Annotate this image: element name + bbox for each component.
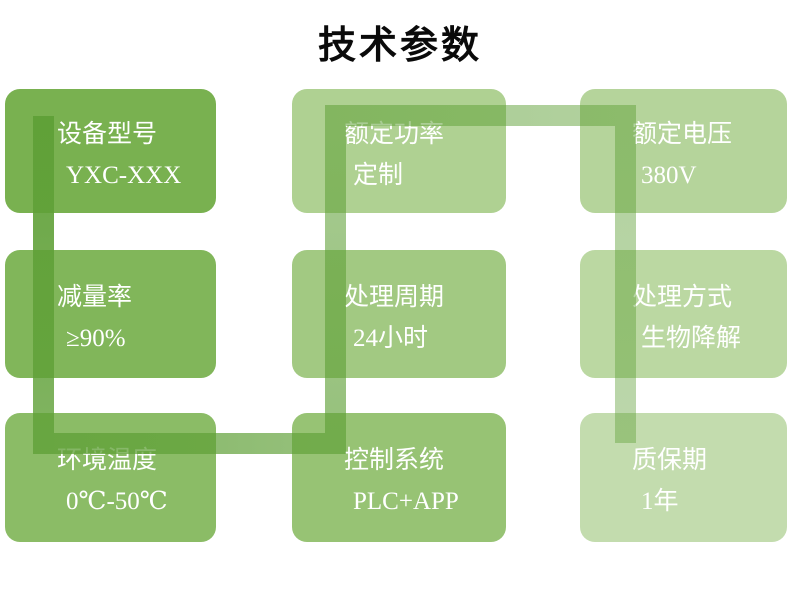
- card-label: 质保期: [632, 447, 708, 474]
- card-value: 定制: [353, 161, 404, 189]
- card-label: 处理周期: [344, 283, 445, 311]
- card-value: PLC+APP: [353, 488, 459, 515]
- card-value: ≥90%: [66, 324, 126, 352]
- card-label: 额定功率: [344, 120, 445, 148]
- card-processing-cycle: 处理周期 24小时: [292, 250, 506, 378]
- card-value: YXC-XXX: [66, 161, 182, 189]
- card-ambient-temperature: 环境温度 0℃-50℃: [5, 413, 216, 542]
- card-rated-power: 额定功率 定制: [292, 89, 506, 213]
- page-title: 技术参数: [317, 25, 482, 67]
- card-device-model: 设备型号 YXC-XXX: [5, 89, 216, 213]
- card-label: 处理方式: [632, 283, 733, 311]
- card-control-system: 控制系统 PLC+APP: [292, 413, 506, 542]
- card-value: 生物降解: [641, 324, 742, 352]
- card-label: 控制系统: [344, 447, 445, 474]
- card-reduction-rate: 减量率 ≥90%: [5, 250, 216, 378]
- card-value: 0℃-50℃: [66, 488, 168, 515]
- card-value: 1年: [641, 488, 679, 515]
- card-value: 24小时: [353, 324, 429, 352]
- card-value: 380V: [641, 161, 697, 189]
- card-rated-voltage: 额定电压 380V: [580, 89, 787, 213]
- card-label: 减量率: [57, 283, 133, 311]
- card-processing-method: 处理方式 生物降解: [580, 250, 787, 378]
- card-label: 设备型号: [57, 120, 158, 148]
- card-label: 环境温度: [57, 447, 158, 474]
- card-warranty-period: 质保期 1年: [580, 413, 787, 542]
- card-label: 额定电压: [632, 120, 733, 148]
